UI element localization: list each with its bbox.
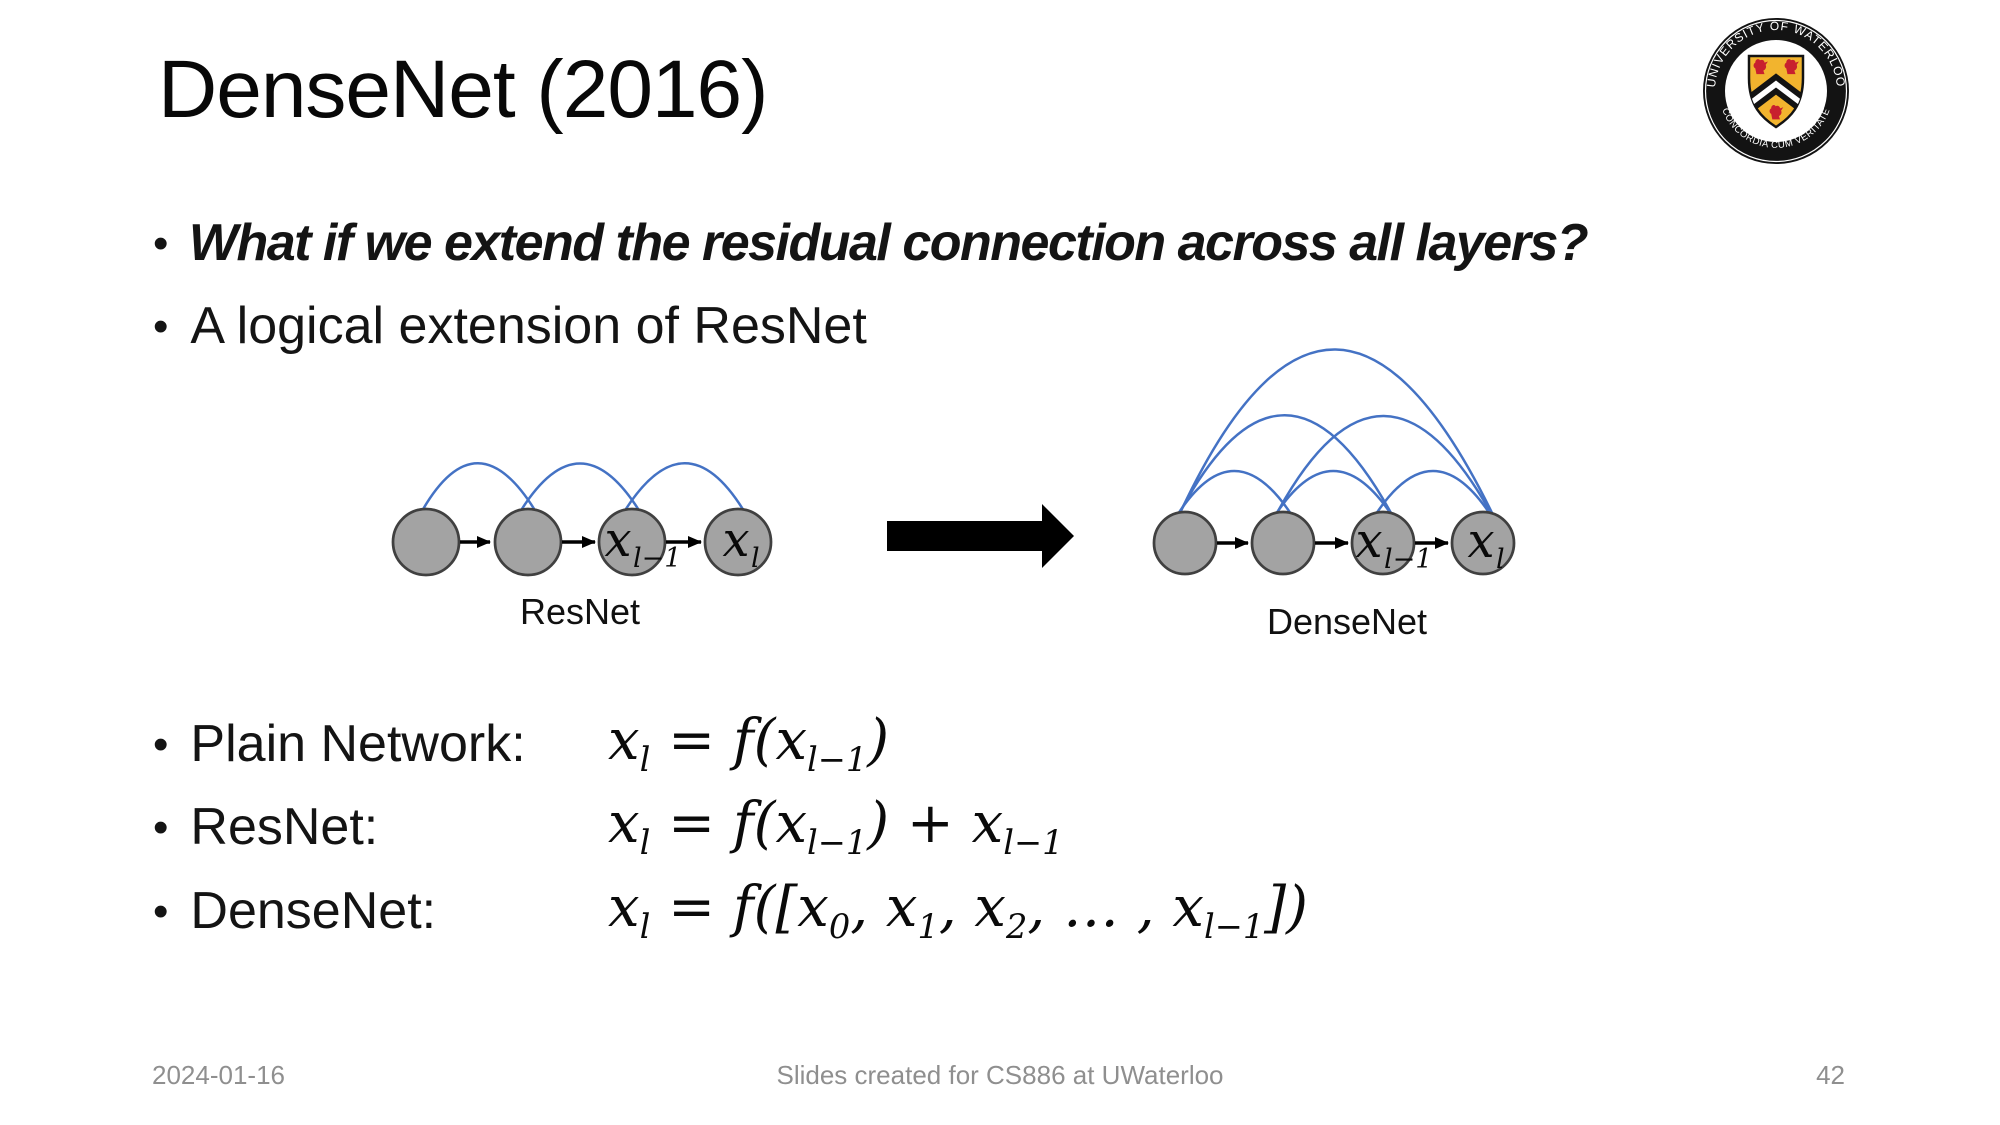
bullet-dot: • xyxy=(153,219,168,268)
densenet-skip-arc xyxy=(1275,414,1494,516)
resnet-node-3 xyxy=(597,507,667,577)
densenet-caption: DenseNet xyxy=(1267,601,1427,642)
resnet-node-2 xyxy=(493,507,563,577)
densenet-skip-arc xyxy=(1178,414,1393,514)
formula-row-densenet: • DenseNet: xyxy=(153,885,436,937)
formula-label-resnet: ResNet: xyxy=(190,798,379,856)
formula-math-plain: xl = f(xl−1) xyxy=(608,708,890,780)
resnet-skip-arc xyxy=(622,462,746,513)
densenet-skip-arc xyxy=(1179,348,1496,518)
footer-credit: Slides created for CS886 at UWaterloo xyxy=(776,1060,1224,1090)
formula-label-densenet: DenseNet: xyxy=(190,882,437,940)
bullet-question: • What if we extend the residual connecti… xyxy=(153,214,1589,272)
formula-label-plain: Plain Network: xyxy=(190,715,526,773)
densenet-skip-arc xyxy=(1176,469,1293,515)
densenet-skip-arc xyxy=(1374,469,1492,515)
footer-date: 2024-01-16 xyxy=(152,1060,285,1090)
resnet-node3-sub: l−1 xyxy=(633,543,681,574)
bullet-dot: • xyxy=(153,803,169,852)
densenet-node3-label: x xyxy=(1355,513,1382,569)
resnet-node3-label: x xyxy=(604,512,631,568)
densenet-diagram: x l−1 x l DenseNet xyxy=(1152,348,1516,642)
resnet-skip-arc xyxy=(420,462,538,513)
bullet-dot: • xyxy=(153,302,169,351)
slide-title: DenseNet (2016) xyxy=(158,44,768,135)
resnet-node4-label: x xyxy=(722,512,749,568)
bullet-dot: • xyxy=(153,720,169,769)
bullet-dot: • xyxy=(153,887,169,936)
densenet-node3-sub: l−1 xyxy=(1384,544,1432,575)
densenet-node-1 xyxy=(1152,510,1218,576)
densenet-node4-label: x xyxy=(1467,513,1494,569)
resnet-node-1 xyxy=(391,507,461,577)
densenet-node4-sub: l xyxy=(1496,544,1505,575)
densenet-node-2 xyxy=(1250,510,1316,576)
densenet-skip-arc xyxy=(1274,469,1393,515)
resnet-node4-sub: l xyxy=(751,543,760,574)
bullet-extension-text: A logical extension of ResNet xyxy=(190,297,867,355)
uwaterloo-logo-icon: UNIVERSITY OF WATERLOO CONCORDIA CUM VER… xyxy=(1703,18,1849,164)
densenet-node-3 xyxy=(1350,510,1416,576)
formula-math-resnet: xl = f(xl−1) + xl−1 xyxy=(608,791,1064,863)
transform-arrow xyxy=(887,504,1074,568)
resnet-skip-arc xyxy=(518,462,642,513)
bullet-question-text: What if we extend the residual connectio… xyxy=(188,214,1589,272)
formula-row-plain: • Plain Network: xyxy=(153,718,526,770)
bullet-extension: • A logical extension of ResNet xyxy=(153,300,867,352)
densenet-node-4 xyxy=(1450,510,1516,576)
resnet-caption: ResNet xyxy=(520,591,640,632)
formula-math-densenet: xl = f([x0, x1, x2, … , xl−1]) xyxy=(608,875,1308,947)
footer-page-number: 42 xyxy=(1816,1060,1845,1090)
resnet-node-4 xyxy=(703,507,773,577)
resnet-diagram: x l−1 x l ResNet xyxy=(391,462,773,632)
seal-chevron xyxy=(1749,73,1803,113)
formula-row-resnet: • ResNet: xyxy=(153,801,378,853)
